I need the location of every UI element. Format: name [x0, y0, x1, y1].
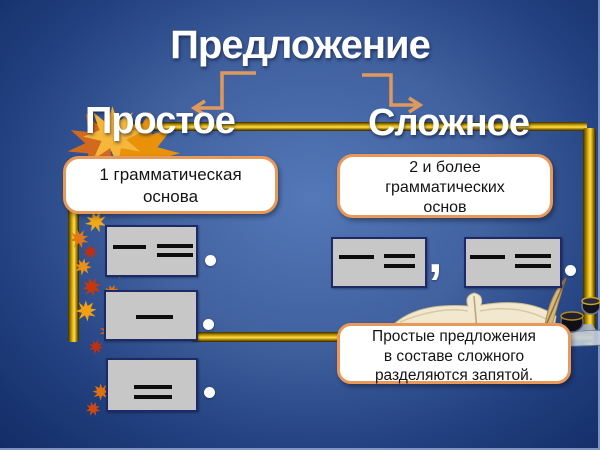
- rule-line: основа: [142, 187, 199, 206]
- subject-line: [470, 255, 505, 259]
- comma-mark: ,: [428, 226, 443, 284]
- note-line: Простые предложения: [372, 328, 536, 345]
- period-dot: [203, 319, 214, 330]
- scheme-box-complex-2: [464, 237, 562, 288]
- rule-box-complex: 2 и более грамматических основ: [337, 154, 553, 218]
- note-line: разделяются запятой.: [374, 367, 534, 384]
- predicate-line: [384, 254, 415, 258]
- rule-line: основ: [423, 199, 467, 216]
- heading-simple: Простое: [85, 100, 236, 142]
- rule-line: 1 грамматическая: [99, 165, 242, 184]
- gold-bar-top: [90, 122, 587, 131]
- rule-box-simple: 1 грамматическая основа: [63, 156, 278, 214]
- subject-line: [113, 245, 146, 249]
- period-dot: [205, 255, 216, 266]
- heading-complex: Сложное: [368, 102, 530, 144]
- predicate-line: [515, 254, 551, 258]
- rule-line: 2 и более: [409, 159, 481, 176]
- predicate-line: [134, 395, 172, 399]
- scheme-box-complex-1: [331, 237, 427, 288]
- period-dot: [204, 387, 215, 398]
- slide-title: Предложение: [170, 23, 431, 67]
- note-box-comma-rule: Простые предложения в составе сложного р…: [337, 323, 571, 384]
- predicate-line: [157, 244, 193, 248]
- predicate-line: [384, 264, 415, 268]
- scheme-box-simple-1: [105, 225, 198, 277]
- subject-line: [339, 255, 374, 259]
- scheme-box-simple-2: [104, 290, 198, 341]
- rule-line: грамматических: [385, 179, 505, 196]
- scheme-box-simple-3: [106, 358, 198, 412]
- predicate-line: [157, 253, 193, 257]
- predicate-line: [134, 385, 172, 389]
- note-line: в составе сложного: [383, 347, 525, 365]
- period-dot: [565, 265, 576, 276]
- subject-line: [136, 315, 173, 319]
- gold-bar-right: [583, 128, 596, 346]
- predicate-line: [515, 264, 551, 268]
